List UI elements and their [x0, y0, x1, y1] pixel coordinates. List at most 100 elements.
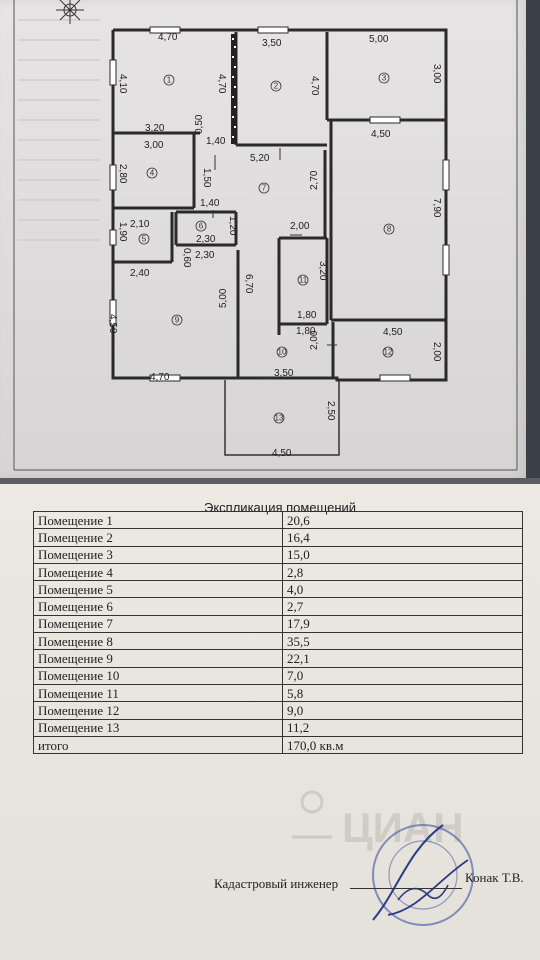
dimension-label: 4,10: [117, 74, 128, 94]
watermark-text: ЦИАН: [342, 804, 464, 851]
dimension-label: 5,00: [218, 288, 229, 308]
dimension-label: 0,50: [194, 114, 205, 134]
room-name-cell: Помещение 2: [33, 528, 283, 547]
room-area-cell: 17,9: [282, 614, 523, 634]
room-number: 8: [387, 225, 392, 234]
dimension-label: 4,50: [272, 448, 292, 459]
dimension-label: 7,90: [431, 198, 442, 218]
total-value-cell: 170,0 кв.м: [282, 735, 523, 755]
dimension-label: 6,70: [243, 274, 254, 294]
room-number: 4: [150, 169, 155, 178]
cadastral-engineer-label: Кадастровый инженер: [214, 876, 339, 891]
room-number: 13: [275, 414, 284, 423]
room-name-cell: Помещение 8: [33, 632, 283, 651]
room-number: 7: [262, 184, 267, 193]
dimension-label: 3,20: [317, 261, 328, 281]
floor-plan-drawing: 1 2 3 4 5 6 7 8 9 10 11 12 13 4,70 3,50 …: [13, 0, 518, 471]
room-area-cell: 15,0: [282, 545, 523, 564]
room-area-cell: 9,0: [282, 701, 523, 720]
dimension-label: 4,50: [371, 129, 391, 140]
dimension-label: 4,70: [150, 372, 170, 383]
dimension-label: 1,40: [206, 136, 226, 147]
room-number: 6: [199, 222, 204, 231]
room-area-cell: 16,4: [282, 528, 523, 547]
room-area-cell: 2,8: [282, 562, 523, 582]
room-name-cell: Помещение 5: [33, 580, 283, 599]
dimension-label: 3,00: [431, 64, 442, 84]
room-number: 3: [382, 74, 387, 83]
dimension-label: 2,00: [290, 221, 310, 232]
room-name-cell: Помещение 13: [33, 718, 283, 737]
dimension-label: 1,50: [201, 168, 212, 188]
room-number: 9: [175, 316, 180, 325]
room-number: 2: [274, 82, 279, 91]
room-name-cell: Помещение 1: [33, 510, 283, 530]
room-number: 10: [278, 348, 287, 357]
dimension-label: 3,50: [262, 38, 282, 49]
dimension-label: 3,00: [144, 140, 164, 151]
dimension-label: 4,70: [309, 76, 320, 96]
dimension-label: 4,50: [107, 314, 118, 334]
floor-plan-sheet: 1 2 3 4 5 6 7 8 9 10 11 12 13 4,70 3,50 …: [0, 0, 526, 478]
dimension-label: 3,20: [145, 123, 165, 134]
room-name-cell: Помещение 7: [33, 614, 283, 634]
room-number: 12: [384, 348, 393, 357]
room-area-cell: 5,8: [282, 683, 523, 703]
dimension-label: 4,50: [383, 327, 403, 338]
compass-icon: [56, 0, 84, 24]
dimension-label: 2,30: [195, 250, 215, 261]
room-name-cell: Помещение 9: [33, 649, 283, 668]
dimension-label: 1,80: [296, 326, 316, 337]
dimension-label: 1,20: [227, 216, 238, 236]
room-name-cell: Помещение 6: [33, 597, 283, 616]
room-number: 1: [167, 76, 172, 85]
dimension-label: 1,40: [200, 198, 220, 209]
room-area-cell: 11,2: [282, 718, 523, 737]
room-area-cell: 22,1: [282, 649, 523, 668]
room-area-cell: 4,0: [282, 580, 523, 599]
room-number: 11: [299, 276, 308, 285]
dimension-label: 1,80: [297, 310, 317, 321]
dimension-label: 3,50: [274, 368, 294, 379]
page-gutter: [0, 478, 540, 484]
page-edge-shadow: [526, 0, 540, 478]
cadastral-engineer-name: Конак Т.В.: [465, 870, 524, 885]
dimension-label: 1,90: [117, 222, 128, 242]
room-name-cell: Помещение 4: [33, 562, 283, 582]
dimension-label: 2,00: [431, 342, 442, 362]
dimension-label: 0,60: [181, 248, 192, 268]
dimension-label: 2,00: [309, 330, 320, 350]
dimension-label: 2,40: [130, 268, 150, 279]
dimension-label: 5,20: [250, 153, 270, 164]
room-name-cell: Помещение 3: [33, 545, 283, 564]
dimension-label: 4,70: [158, 32, 178, 43]
dimension-label: 2,70: [309, 170, 320, 190]
dimension-label: 2,30: [196, 234, 216, 245]
total-label-cell: итого: [33, 735, 283, 755]
signature-line: [350, 888, 462, 889]
dimension-label: 2,80: [117, 164, 128, 184]
room-name-cell: Помещение 11: [33, 683, 283, 703]
room-area-cell: 2,7: [282, 597, 523, 616]
room-area-cell: 7,0: [282, 666, 523, 685]
cian-watermark: ЦИАН: [292, 790, 464, 851]
room-name-cell: Помещение 10: [33, 666, 283, 685]
room-area-cell: 35,5: [282, 632, 523, 651]
room-area-cell: 20,6: [282, 510, 523, 530]
room-name-cell: Помещение 12: [33, 701, 283, 720]
